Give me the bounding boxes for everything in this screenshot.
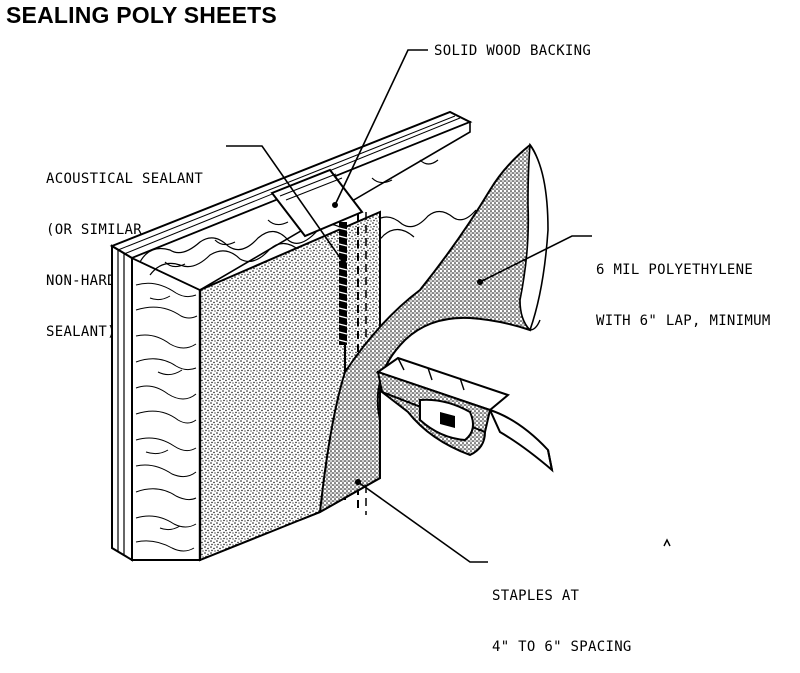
solid-wood-backing-block [270, 168, 364, 238]
leader-polyethylene [479, 235, 592, 283]
leader-lines [226, 49, 592, 563]
polyethylene-sheet [299, 142, 549, 521]
diagram-title: SEALING POLY SHEETS [6, 2, 277, 28]
leader-acoustical-sealant [226, 145, 344, 263]
label-solid-wood-backing: SOLID WOOD BACKING [434, 43, 592, 59]
label-staples-line-2: 4" TO 6" SPACING [492, 639, 632, 655]
label-acoustical-sealant-line-2: (OR SIMILAR [46, 222, 143, 238]
label-polyethylene: 6 MIL POLYETHYLENE WITH 6" LAP, MINIMUM [596, 228, 771, 347]
label-acoustical-sealant-line-1: ACOUSTICAL SEALANT [46, 171, 204, 187]
leader-solid-wood-backing [334, 49, 428, 206]
leader-staples [357, 481, 488, 563]
stray-mark [663, 538, 671, 547]
label-acoustical-sealant-line-4: SEALANT) [46, 324, 116, 340]
staple-gun-icon [375, 356, 554, 473]
acoustical-sealant-bead [338, 222, 348, 345]
wall-diagram [109, 49, 671, 563]
label-polyethylene-line-1: 6 MIL POLYETHYLENE [596, 262, 754, 278]
label-polyethylene-line-2: WITH 6" LAP, MINIMUM [596, 313, 771, 329]
label-acoustical-sealant: ACOUSTICAL SEALANT (OR SIMILAR NON-HARDE… [46, 137, 203, 358]
wall-stud-face [111, 244, 201, 562]
